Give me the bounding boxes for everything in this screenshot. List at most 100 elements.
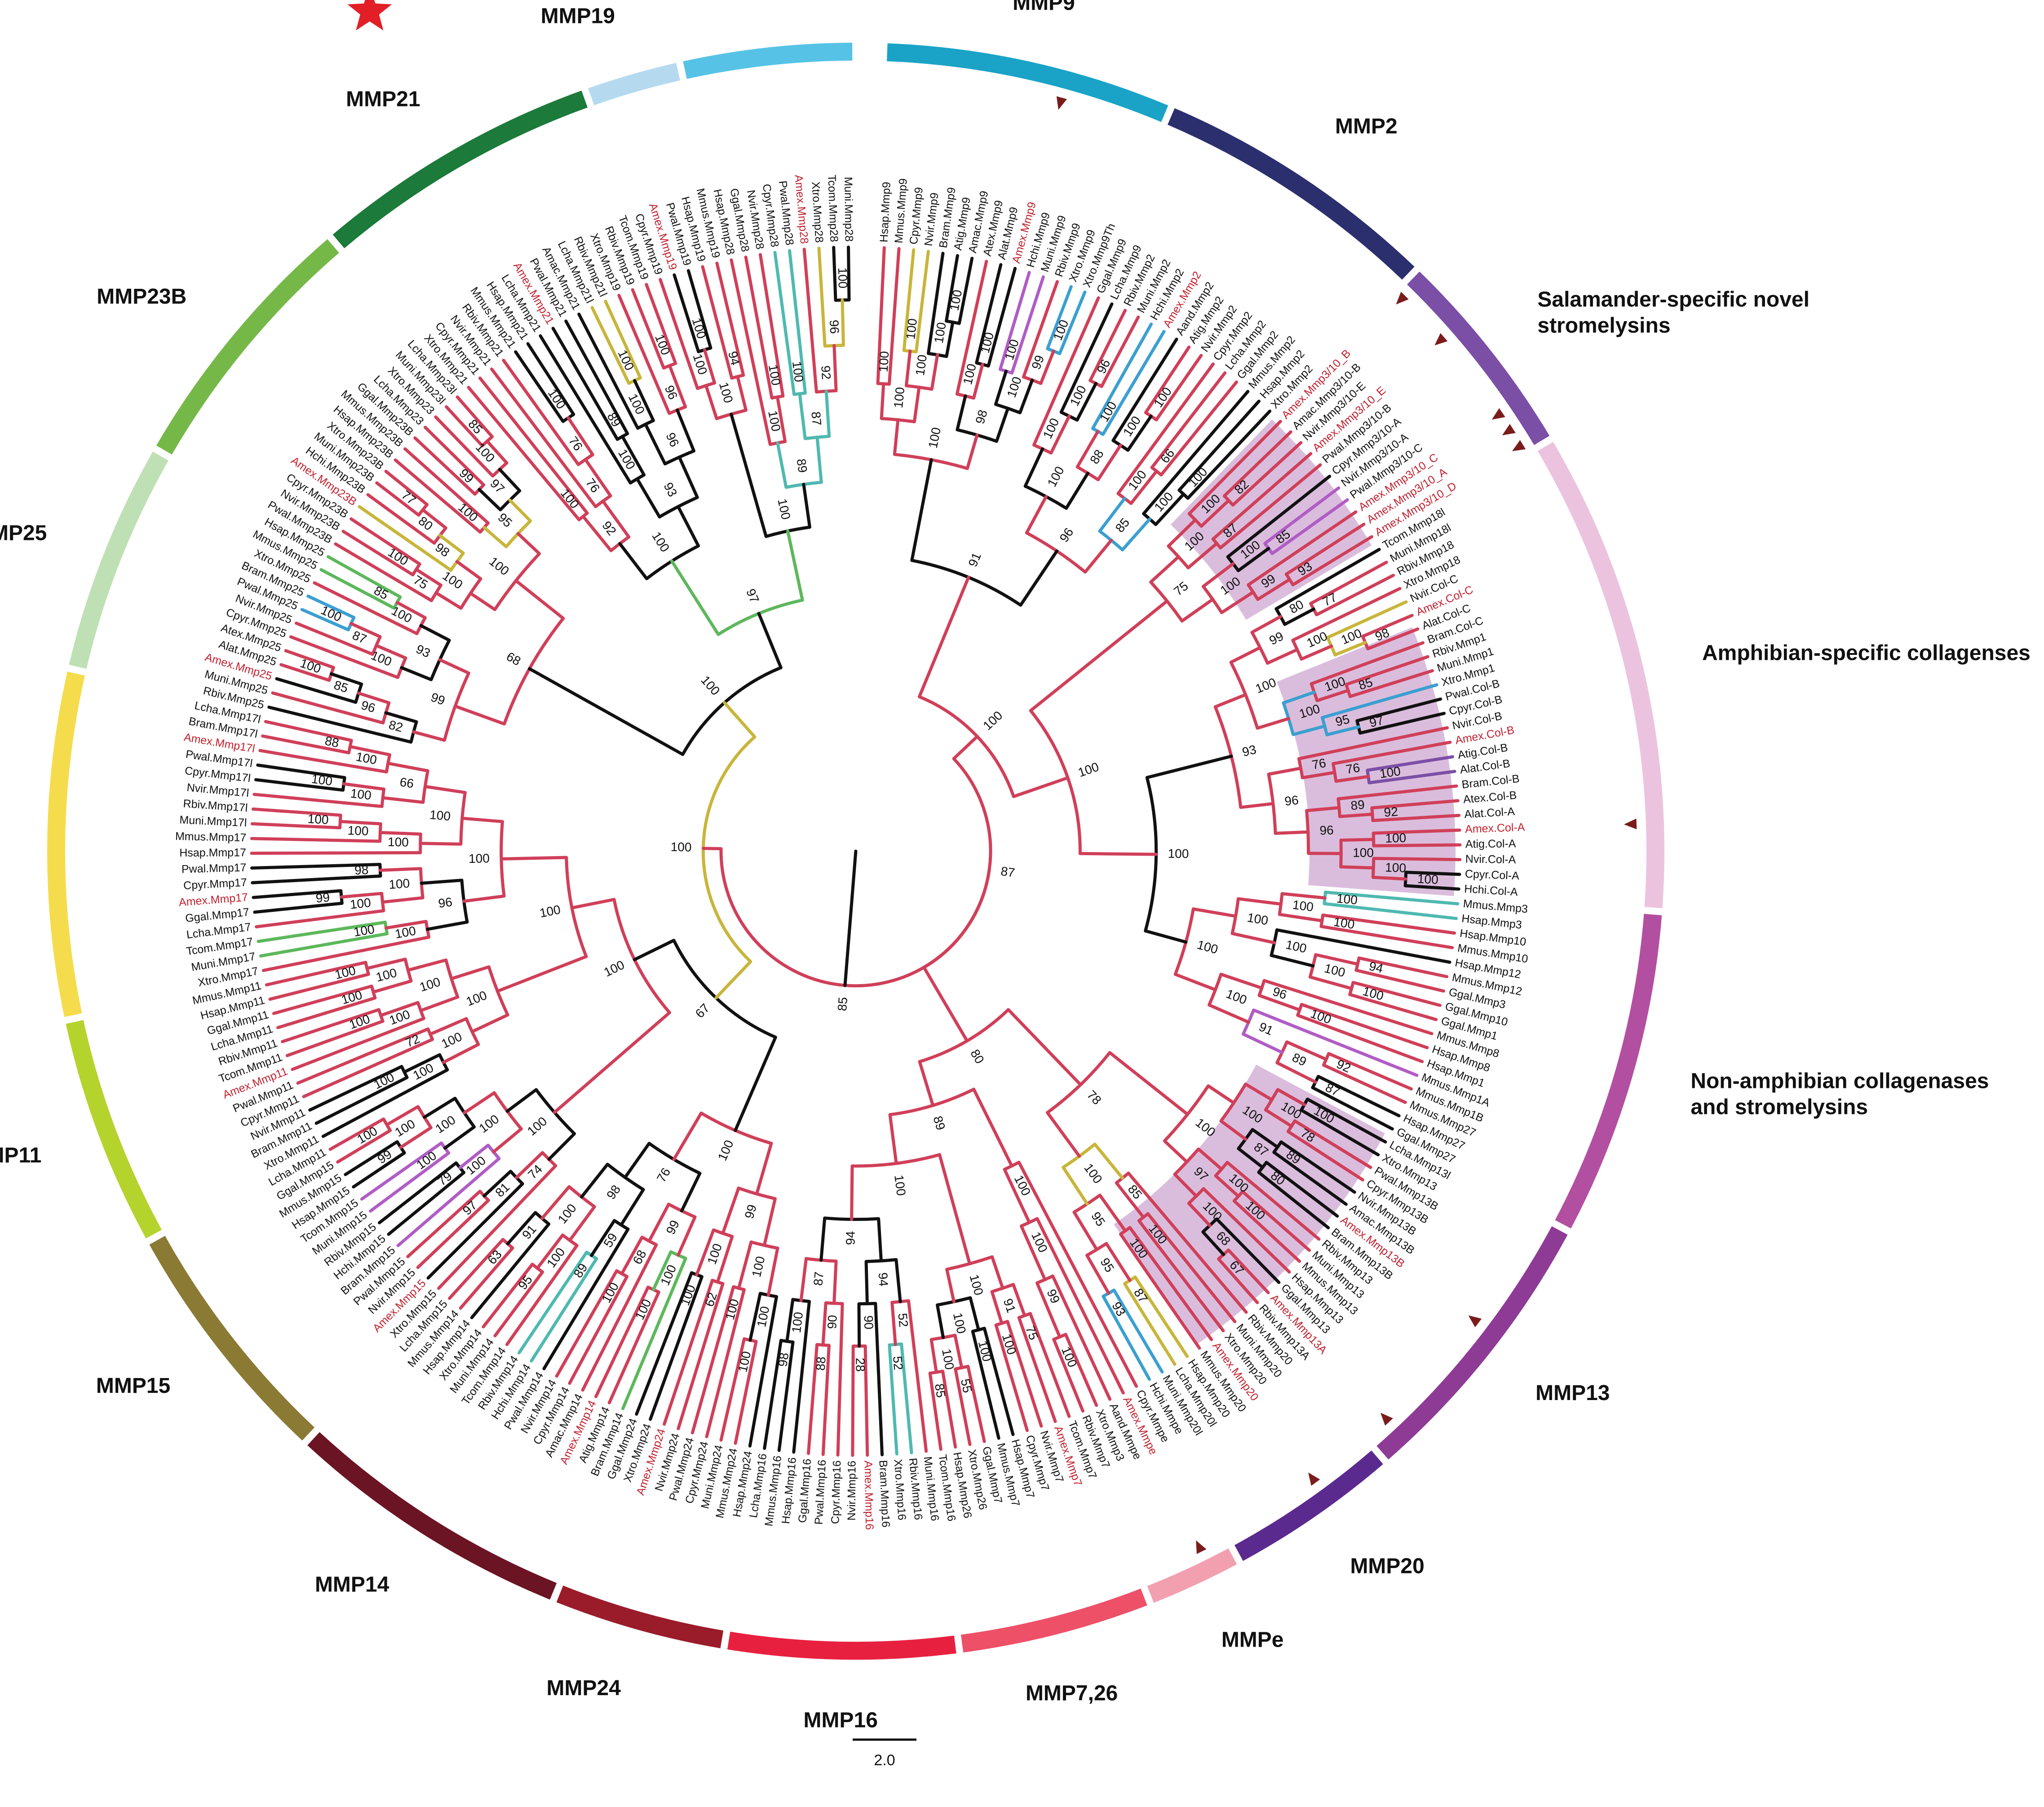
bootstrap-value: 100 [939,1348,957,1370]
tree-branch [1311,1086,1394,1131]
tree-branch [470,1013,509,1034]
tree-branch [936,1303,945,1339]
tree-branch [1199,499,1230,528]
bootstrap-value: 100 [836,267,850,288]
tree-branch [265,961,367,987]
leaf-label: Bram.Mmp16 [876,1460,892,1528]
tree-branch [1201,562,1235,588]
bootstrap-value: 100 [310,772,333,788]
leaf-label: Hsap.Mmp17 [179,846,246,859]
tree-branch [1155,353,1203,422]
tree-branch [1098,497,1126,533]
tree-branch [1167,518,1197,548]
tree-branch [1078,852,1158,856]
tree-branch [672,273,700,353]
bootstrap-value: 98 [775,1352,791,1367]
bootstrap-value: 100 [615,348,637,372]
tree-branch [1096,443,1122,482]
bootstrap-value: 100 [469,851,490,866]
tree-branch [1326,600,1408,639]
leaf-label: Alat.Col-A [1464,805,1515,821]
tree-branch [1323,902,1458,920]
bootstrap-value: 100 [558,486,582,511]
tree-branch [1201,1230,1226,1256]
tree-branch [1322,1063,1407,1104]
tree-branch [420,879,464,885]
tree-branch [1308,975,1354,990]
tree-branch [832,246,837,302]
tree-branch [1403,884,1460,891]
tree-branch [1372,857,1462,862]
bootstrap-value: 91 [1001,1297,1018,1314]
tree-branch [568,1275,629,1385]
tree-branch [972,362,984,400]
bootstrap-value: 100 [372,1070,397,1091]
tree-branch [621,1256,687,1410]
tree-branch [530,1257,598,1363]
tree-branch [1219,463,1322,550]
bootstrap-value: 100 [347,823,369,838]
bootstrap-value: 96 [827,319,841,334]
tree-branch [1202,1187,1291,1274]
tree-branch [1348,993,1438,1021]
tree-branch [406,1189,482,1259]
tree-branch [719,1337,746,1442]
tree-branch [421,508,447,530]
bootstrap-value: 100 [1323,961,1347,980]
tree-branch [832,344,838,393]
tree-branch [1292,725,1327,736]
tree-branch [296,1027,430,1085]
tree-branch [617,294,671,415]
tree-branch [442,1043,480,1064]
tree-branch [680,1171,702,1213]
tree-branch [1046,285,1073,350]
tree-branch [1229,646,1262,664]
tree-branch [1278,913,1324,923]
tree-branch [1173,1172,1198,1198]
bootstrap-value: 92 [818,365,833,380]
tree-branch [815,435,823,484]
tree-branch [792,1300,811,1454]
bootstrap-value: 82 [387,718,404,735]
bootstrap-value: 87 [809,411,824,426]
tree-branch [1236,897,1283,906]
bootstrap-value: 100 [1125,468,1149,493]
arrowhead-icon [1468,1315,1482,1327]
tree-branch [438,658,470,675]
tree-branch [1230,932,1276,945]
bootstrap-value: 100 [414,1149,439,1172]
clade-ring-segment-sal [1407,271,1550,445]
bootstrap-value: 100 [1284,937,1308,955]
tree-branch [590,1219,616,1257]
tree-branch [276,996,377,1029]
tree-branch [1334,775,1370,783]
bootstrap-value: 85 [932,1383,948,1399]
bootstrap-value: 88 [814,1356,828,1371]
bootstrap-value: 89 [1350,798,1365,813]
leaf-label: Atig.Col-A [1465,837,1516,850]
tree-branch [623,1142,651,1179]
tree-branch [1145,755,1233,779]
tree-branch [1256,578,1292,601]
tree-branch [1025,495,1048,535]
tree-branch [258,749,388,773]
tree-branch [429,1017,468,1036]
bootstrap-value: 89 [571,1261,590,1280]
tree-branch [1358,711,1446,735]
bootstrap-value: 95 [495,510,515,530]
bootstrap-value: 100 [671,840,692,854]
tree-branch [462,894,506,903]
tree-branch [880,382,885,420]
tree-branch [1272,1150,1348,1206]
tree-branch [505,1088,538,1113]
tree-branch [328,1117,385,1151]
tree-branch [1332,741,1452,765]
tree-branch [1032,296,1100,447]
tree-branch [1275,1061,1317,1084]
bootstrap-value: 79 [435,1169,455,1188]
tree-branch [399,1126,433,1149]
tree-branch [386,761,429,773]
tree-branch [1291,535,1373,587]
tree-branch [734,1340,758,1445]
tree-branch [982,1326,1015,1436]
